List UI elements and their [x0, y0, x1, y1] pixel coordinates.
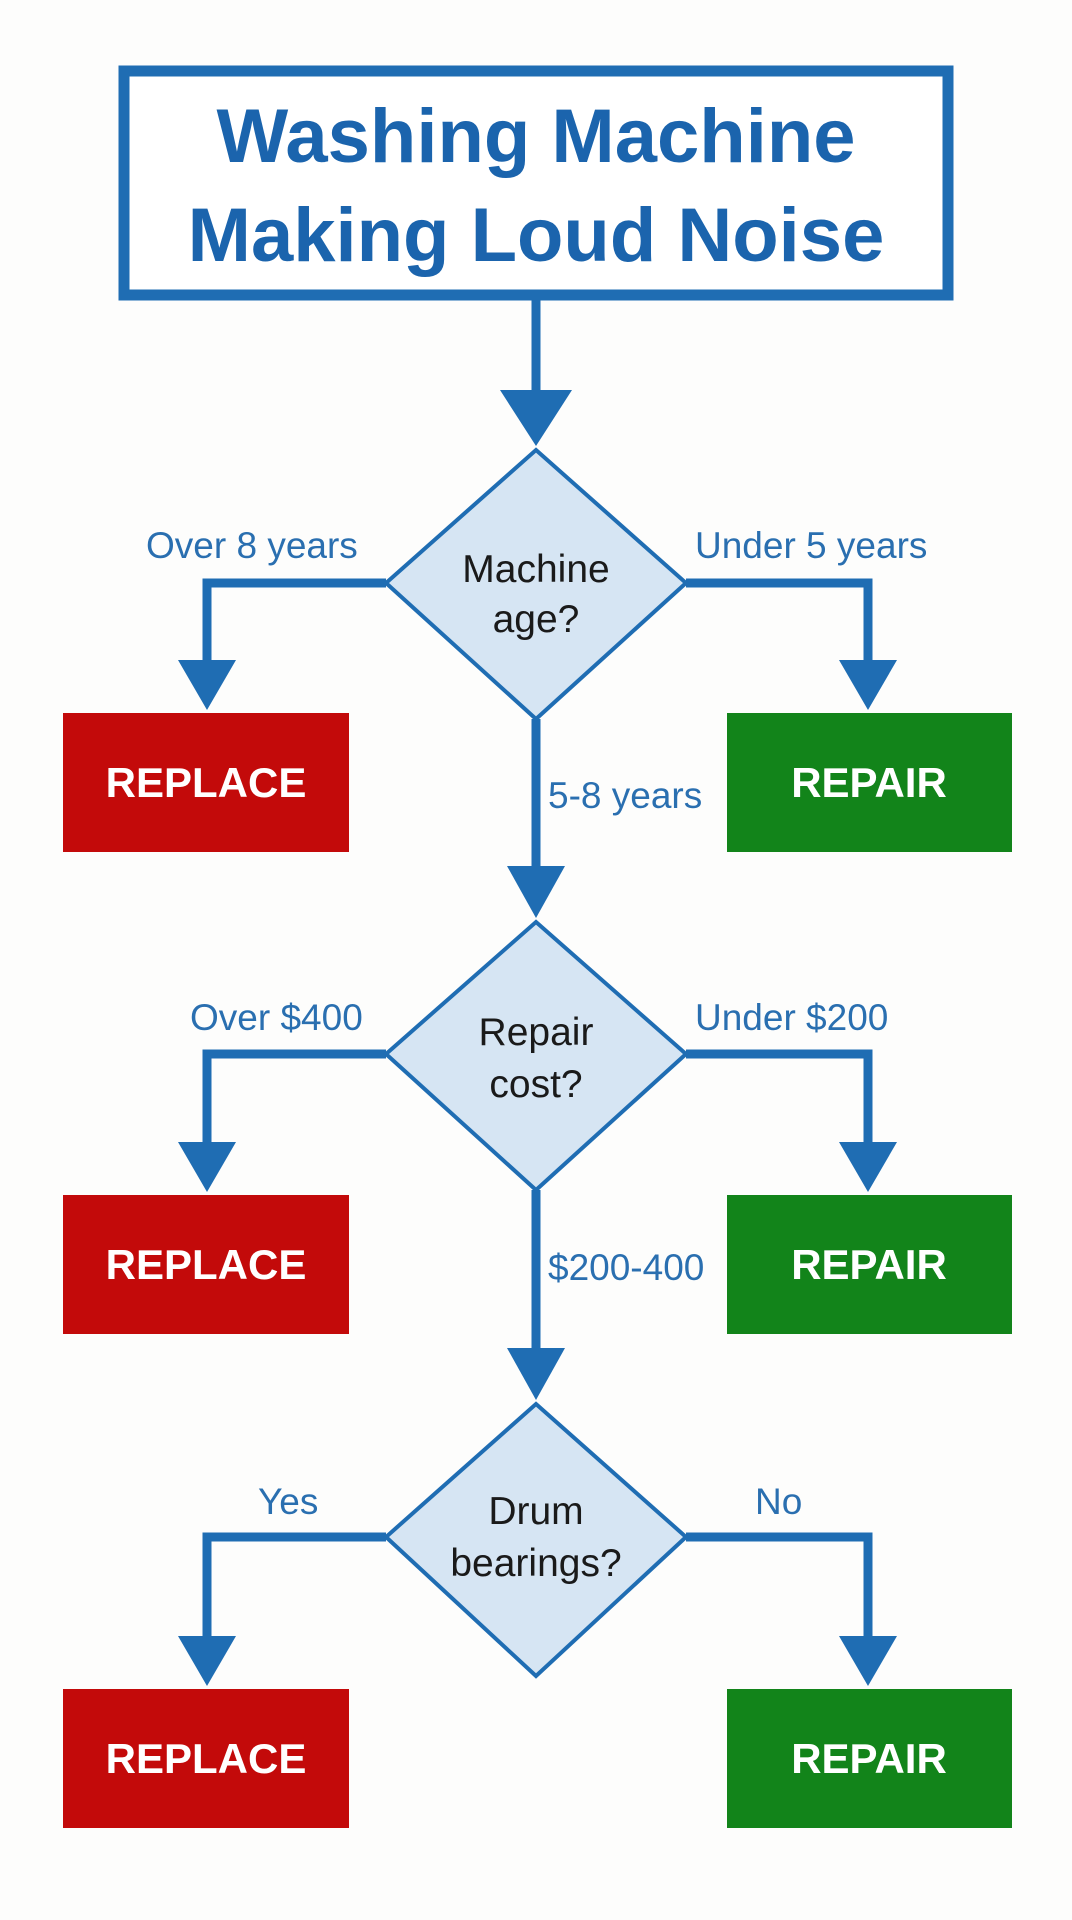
decision-diamond [383, 447, 689, 722]
outcome-repair-bearings: REPAIR [727, 1689, 1012, 1828]
decision-machine-age: Machine age? [383, 447, 689, 722]
branch-label-left: Over 8 years [146, 525, 358, 566]
branch-label-down: 5-8 years [548, 775, 702, 816]
repair-box [727, 1689, 1012, 1828]
connectors [202, 295, 873, 1643]
outcome-label: REPAIR [791, 1735, 947, 1782]
decision-question-line-1: Machine [462, 548, 609, 591]
branch-label-down: $200-400 [548, 1247, 704, 1288]
repair-box [727, 713, 1012, 852]
arrowhead-age-right [839, 660, 897, 710]
decision-diamond [383, 1401, 689, 1679]
title-line-2: Making Loud Noise [188, 193, 885, 278]
title-box: Washing Machine Making Loud Noise [118, 65, 954, 301]
decision-question-line-2: bearings? [450, 1542, 621, 1585]
decision-diamond [382, 919, 690, 1193]
arrowhead-bearings-right [839, 1636, 897, 1686]
repair-box [727, 1195, 1012, 1334]
outcome-repair-cost: REPAIR [727, 1195, 1012, 1334]
connector-cost-left [202, 1049, 386, 1150]
replace-box [63, 1195, 349, 1334]
outcome-label: REPLACE [106, 1735, 307, 1782]
branch-label-right: Under $200 [695, 997, 888, 1038]
arrowhead-age-down [507, 866, 565, 918]
branch-label-left: Yes [258, 1481, 318, 1522]
decision-question-line-1: Repair [479, 1011, 594, 1054]
outcome-label: REPAIR [791, 1241, 947, 1288]
decision-question-line-2: age? [493, 598, 580, 641]
arrowhead-age-left [178, 660, 236, 710]
arrowhead-cost-down [507, 1348, 565, 1400]
title-frame [118, 65, 954, 301]
outcome-label: REPAIR [791, 759, 947, 806]
outcome-replace-bearings: REPLACE [63, 1689, 349, 1828]
decision-question-line-1: Drum [488, 1490, 583, 1533]
outcome-repair-age: REPAIR [727, 713, 1012, 852]
connector-cost-right [686, 1049, 873, 1150]
decision-drum-bearings: Drum bearings? [383, 1401, 689, 1679]
outcome-replace-age: REPLACE [63, 713, 349, 852]
connector-bearings-left [202, 1532, 386, 1643]
branch-label-right: No [755, 1481, 802, 1522]
connector-bearings-right [686, 1532, 873, 1643]
arrowheads [178, 390, 897, 1686]
title-line-1: Washing Machine [216, 94, 855, 179]
branch-label-left: Over $400 [190, 997, 363, 1038]
replace-box [63, 713, 349, 852]
arrowhead-cost-left [178, 1142, 236, 1192]
decision-question-line-2: cost? [489, 1063, 582, 1106]
outcome-replace-cost: REPLACE [63, 1195, 349, 1334]
branch-label-right: Under 5 years [695, 525, 927, 566]
outcome-label: REPLACE [106, 759, 307, 806]
connector-age-left [202, 578, 386, 668]
arrowhead-bearings-left [178, 1636, 236, 1686]
arrowhead-title-to-age [500, 390, 572, 446]
outcome-label: REPLACE [106, 1241, 307, 1288]
decision-repair-cost: Repair cost? [382, 919, 690, 1193]
replace-box [63, 1689, 349, 1828]
connector-age-right [686, 578, 873, 668]
arrowhead-cost-right [839, 1142, 897, 1192]
